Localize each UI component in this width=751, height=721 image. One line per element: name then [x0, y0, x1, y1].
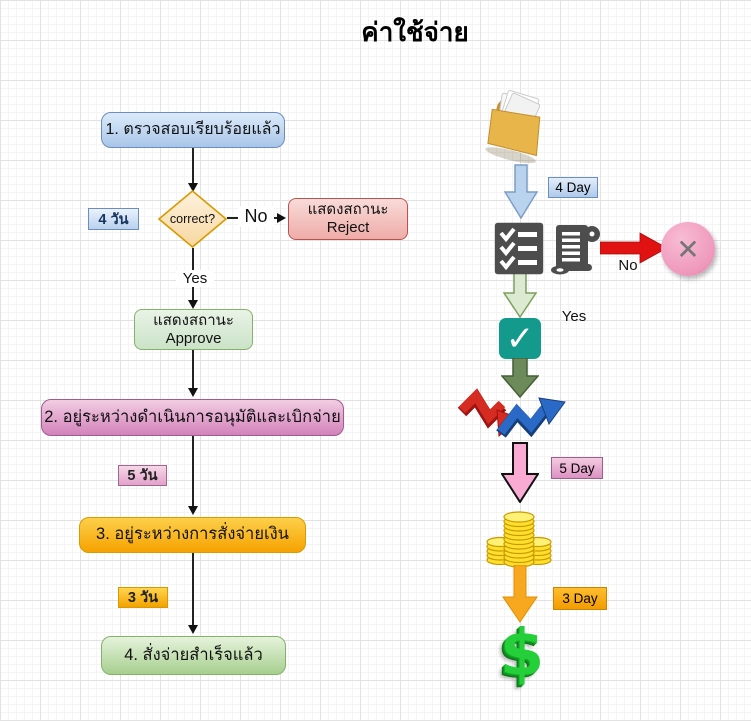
check-glyph: ✓ [505, 319, 535, 358]
approve-status-line2: Approve [165, 329, 222, 347]
page-title: ค่าใช้จ่าย [361, 17, 469, 47]
edge-label-yes[interactable]: Yes [176, 270, 214, 287]
connector-approve-step2 [192, 350, 194, 389]
coins-stack-icon[interactable] [484, 504, 554, 568]
down-arrow-blue-icon[interactable] [504, 164, 538, 219]
arrowhead-icon [188, 183, 198, 192]
flow-step-1[interactable]: 1. ตรวจสอบเรียบร้อยแล้ว [101, 112, 285, 148]
flow-step-4[interactable]: 4. สั่งจ่ายสำเร็จแล้ว [101, 636, 286, 675]
arrowhead-icon [188, 388, 198, 397]
flow-step-3[interactable]: 3. อยู่ระหว่างการสั่งจ่ายเงิน [79, 517, 306, 553]
x-glyph: ✕ [676, 233, 700, 265]
approve-check-icon[interactable]: ✓ [499, 318, 541, 359]
down-arrow-green-dark-icon[interactable] [501, 358, 539, 398]
approve-status-line1: แสดงสถานะ [153, 311, 234, 329]
scroll-icon[interactable] [548, 222, 600, 275]
timeline-label-4-day[interactable]: 4 Day [548, 177, 598, 198]
reject-status-line1: แสดงสถานะ [307, 201, 389, 218]
flow-step-2[interactable]: 2. อยู่ระหว่างดำเนินการอนุมัติและเบิกจ่า… [41, 399, 344, 436]
timeline-label-no[interactable]: No [618, 257, 638, 274]
duration-label-3-days[interactable]: 3 วัน [118, 587, 168, 608]
arrowhead-icon [188, 625, 198, 634]
dollar-icon[interactable]: $ [488, 614, 556, 694]
duration-label-5-days[interactable]: 5 วัน [118, 465, 167, 486]
reject-status-node[interactable]: แสดงสถานะ Reject [288, 198, 408, 240]
decision-label: correct? [169, 212, 216, 226]
connector-step3-step4 [192, 553, 194, 626]
decision-diamond[interactable] [158, 190, 227, 248]
reject-x-icon[interactable]: ✕ [661, 222, 715, 276]
timeline-label-yes[interactable]: Yes [561, 308, 587, 325]
duration-label-4-days[interactable]: 4 วัน [88, 208, 139, 230]
down-arrow-orange-icon[interactable] [502, 565, 538, 623]
connector-step1-decision [192, 148, 194, 184]
arrowhead-icon [277, 213, 286, 223]
down-arrow-pink-icon[interactable] [501, 442, 539, 503]
approve-status-node[interactable]: แสดงสถานะ Approve [134, 309, 253, 350]
arrowhead-icon [188, 300, 198, 309]
down-arrow-green-light-icon[interactable] [503, 271, 537, 318]
arrowhead-icon [188, 506, 198, 515]
timeline-label-5-day[interactable]: 5 Day [551, 457, 603, 479]
connector-step2-step3 [192, 436, 194, 507]
checklist-icon[interactable] [494, 222, 544, 275]
timeline-label-3-day[interactable]: 3 Day [553, 587, 607, 610]
right-arrow-red-icon[interactable] [600, 232, 668, 264]
reject-status-line2: Reject [326, 219, 370, 236]
folder-documents-icon[interactable] [476, 90, 558, 164]
trend-arrows-icon[interactable] [455, 388, 570, 448]
edge-label-no[interactable]: No [238, 206, 274, 227]
dollar-glyph: $ [499, 617, 545, 691]
